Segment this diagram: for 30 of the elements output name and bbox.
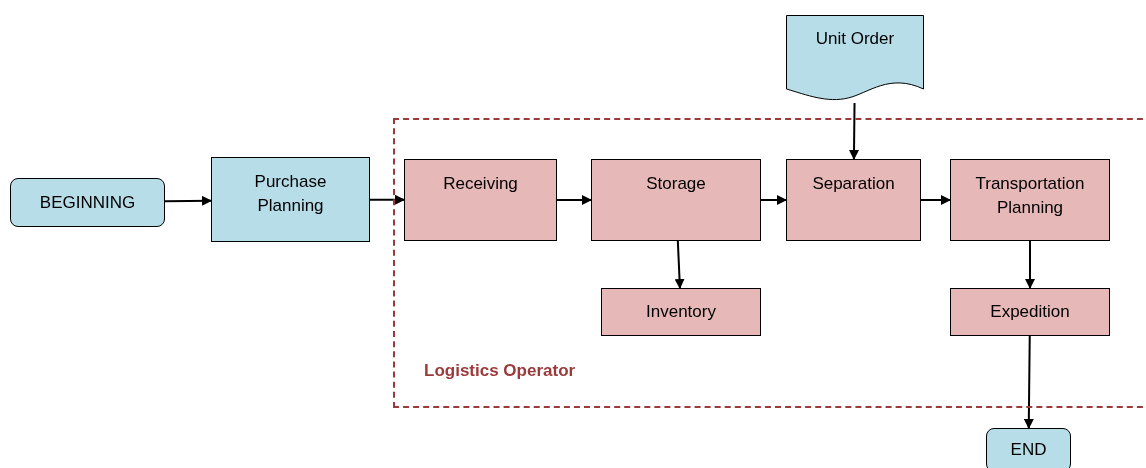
terminal-box (10, 178, 165, 227)
node-label: Purchase Planning (253, 171, 328, 217)
group-label: Logistics Operator (424, 360, 576, 382)
arrow (164, 195, 212, 206)
arrow (369, 194, 405, 205)
node-label: Receiving (442, 173, 519, 195)
process-box (786, 159, 921, 241)
node-label: END (1009, 439, 1048, 461)
arrow (849, 102, 860, 160)
node-label: Transportation Planning (974, 173, 1086, 219)
arrow (556, 195, 592, 205)
arrow (760, 195, 787, 205)
document-shape (786, 15, 924, 103)
node-label: Inventory (645, 301, 717, 323)
process-box (591, 159, 761, 241)
process-box (950, 159, 1110, 241)
node-label: Expedition (989, 301, 1071, 323)
node-label: Unit Order (814, 28, 896, 50)
process-box (601, 288, 761, 336)
arrow (920, 195, 951, 205)
node-label: Storage (645, 173, 707, 195)
terminal-box (986, 428, 1071, 468)
arrow (1023, 335, 1034, 429)
process-box (404, 159, 557, 241)
arrow (674, 240, 685, 289)
process-box (950, 288, 1110, 336)
process-box (211, 157, 370, 242)
arrow (1025, 240, 1035, 289)
node-label: BEGINNING (38, 191, 137, 214)
node-label: Separation (811, 173, 896, 195)
